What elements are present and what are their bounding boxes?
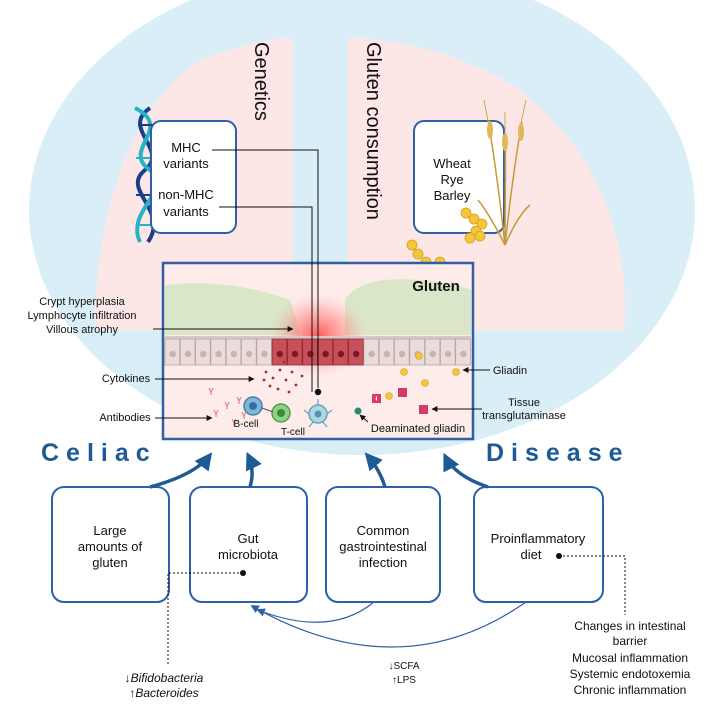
infection-line2: gastrointestinal [339,539,427,554]
cell-nucleus [200,350,207,358]
cell-nucleus [398,350,406,358]
cell-nucleus [337,350,345,358]
antibodies-label: Antibodies [99,412,151,424]
deaminated-gliadin-dot [354,407,362,415]
diet-line1: Proinflammatory [491,531,586,546]
transglutaminase-icons [372,388,428,414]
microbiota-line2: microbiota [218,547,279,562]
systemic-endotoxemia-label: Systemic endotoxemia [570,667,691,681]
cell-nucleus [429,350,436,358]
large-gluten-line2: amounts of [78,539,143,554]
gliadin-label: Gliadin [493,365,527,377]
infection-feedback-arrow [256,601,375,623]
bifidobacteria-label: ↓Bifidobacteria [125,671,204,685]
large-gluten-box [51,486,170,603]
t-cell-icon [303,399,333,428]
crypt-hyperplasia-label: Crypt hyperplasia [39,296,125,308]
lymphocyte-infiltration-label: Lymphocyte infiltration [27,310,136,322]
non-mhc-connector [219,206,313,392]
cell-nucleus [215,350,222,358]
genetics-box [150,120,237,234]
b-cell-icon [243,396,263,416]
lps-label: ↑LPS [392,675,416,686]
mhc-label-2: variants [163,156,209,171]
mhc-label-1: MHC [171,140,201,155]
barrier-change-line2: barrier [613,634,648,648]
cell-nucleus [245,350,253,358]
chronic-inflammation-label: Chronic inflammation [574,683,687,697]
cell-nucleus [368,350,375,358]
barley-label: Barley [434,188,471,203]
cell-nucleus [184,350,192,358]
gluten-label: Gluten [412,278,460,295]
large-gluten-line3: gluten [92,555,127,570]
villous-atrophy-label: Villous atrophy [46,324,118,336]
gluten-beads-upper [460,207,488,244]
factor-arrows [149,451,489,489]
non-mhc-label-1: non-MHC [158,187,214,202]
diet-line2: diet [521,547,542,562]
b-cell-label: B-cell [233,419,258,430]
title-celiac: Celiac [41,439,157,467]
mhc-connector [212,149,319,388]
cell-nucleus [169,350,176,358]
infection-line1: Common [357,523,410,538]
large-gluten-line1: Large [93,523,126,538]
cell-nucleus [307,350,314,358]
infection-line3: infection [359,555,407,570]
cytokine-dots [262,360,304,394]
gluten-consumption-title: Gluten consumption [362,42,384,220]
infection-box [325,486,441,603]
cell-nucleus [460,350,467,358]
t-cell-label: T-cell [281,427,305,438]
tissue-label: Tissue [508,397,540,409]
transglutaminase-label: transglutaminase [482,410,566,422]
rye-label: Rye [440,172,463,187]
wheat-label: Wheat [433,156,471,171]
plasma-cell-icon [271,403,291,423]
non-mhc-label-2: variants [163,204,209,219]
scfa-label: ↓SCFA [388,661,419,672]
cell-nucleus [291,350,299,358]
cell-nucleus [383,350,391,358]
antibody-icons [208,387,247,426]
genetics-title: Genetics [250,42,272,121]
microbiota-box [189,486,308,603]
gliadin-dots [385,352,460,400]
cell-nucleus [322,350,329,358]
diet-dotted-connector [559,555,626,615]
cell-nucleus [353,350,360,358]
barrier-change-line1: Changes in intestinal [574,619,685,633]
cell-nucleus [276,350,283,358]
mucosal-inflammation-label: Mucosal inflammation [572,651,688,665]
cytokines-label: Cytokines [102,373,151,385]
bacteroides-label: ↑Bacteroides [129,686,198,700]
wheat-stalk-icon [477,99,531,246]
microbiota-line1: Gut [238,531,259,546]
microbiota-dotted-connector [167,572,243,665]
cell-nucleus [444,350,452,358]
deaminated-gliadin-label: Deaminated gliadin [371,423,465,435]
diet-box [473,486,604,603]
cell-nucleus [230,350,238,358]
cell-nucleus [261,350,268,358]
title-disease: Disease [486,439,630,467]
diet-feedback-arrow [250,601,527,648]
